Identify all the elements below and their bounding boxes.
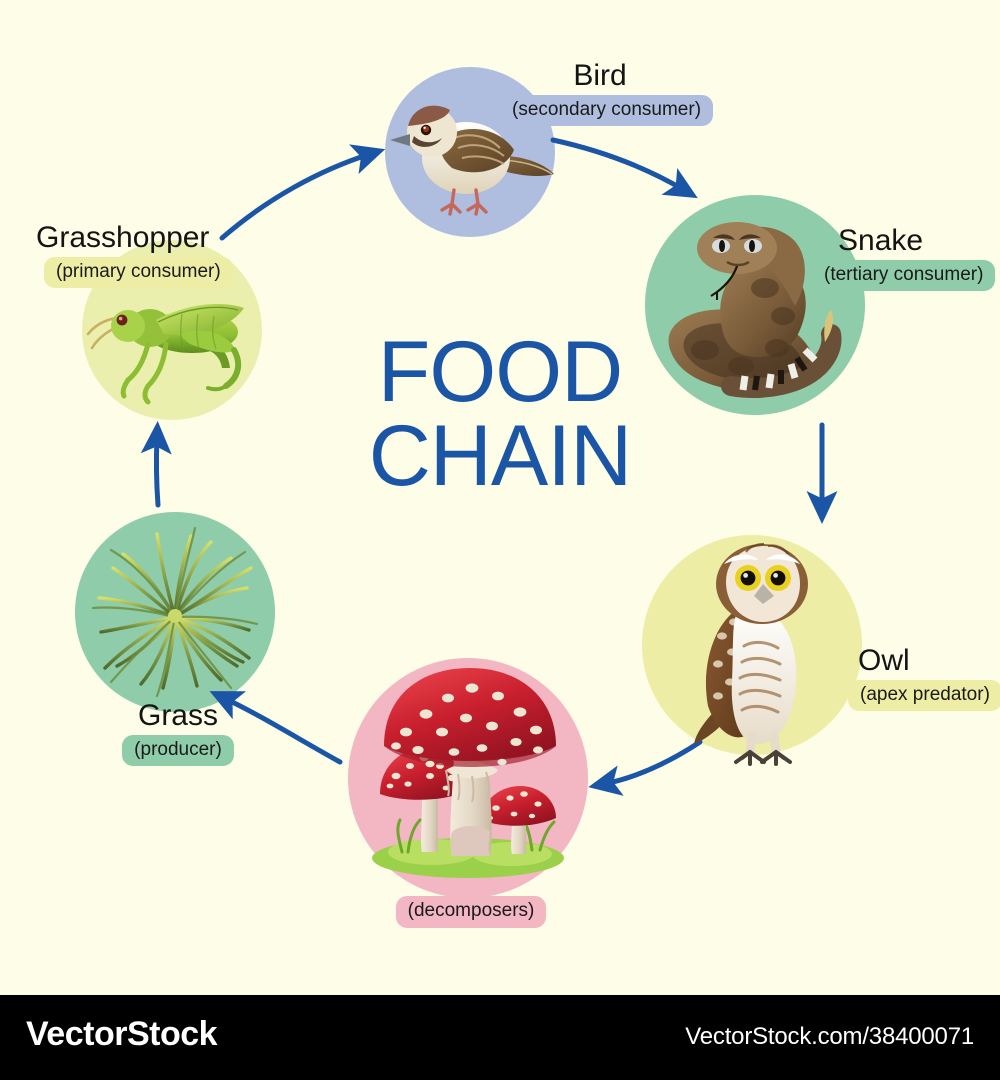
- burrowing-owl-icon: [694, 542, 808, 766]
- label-bird-role: (secondary consumer): [500, 94, 714, 127]
- mushroom-right: [482, 786, 556, 854]
- mushrooms-icon: [372, 668, 564, 878]
- vectorstock-brand: VectorStock: [26, 1015, 218, 1053]
- label-snake: Snake (tertiary consumer): [812, 224, 996, 292]
- label-grasshopper-role: (primary consumer): [44, 256, 233, 289]
- page-title: FOOD CHAIN: [368, 324, 633, 505]
- vectorstock-url: VectorStock.com/38400071: [685, 1023, 974, 1050]
- label-owl-role: (apex predator): [848, 679, 1000, 712]
- label-grass-role: (producer): [122, 734, 234, 767]
- watermark-footer: VectorStock VectorStock.com/38400071: [0, 995, 1000, 1080]
- label-grass: Grass (producer): [118, 699, 238, 767]
- label-owl: Owl (apex predator): [848, 644, 1000, 712]
- arrow-grass-to-grasshopper: [140, 421, 172, 508]
- label-decomposers: (decomposers): [386, 893, 556, 928]
- label-grasshopper: Grasshopper (primary consumer): [36, 221, 233, 289]
- flow-arrows: [140, 137, 838, 796]
- arrow-bird-to-snake: [550, 137, 698, 199]
- label-bird-name: Bird: [573, 59, 627, 92]
- label-snake-role: (tertiary consumer): [812, 259, 996, 292]
- arrow-decomposers-to-grass: [209, 691, 343, 765]
- label-grasshopper-name: Grasshopper: [36, 221, 210, 254]
- snake-rattle: [721, 310, 842, 398]
- diagram-canvas: FOOD CHAIN Bird (secondary consumer) Sna…: [36, 59, 1000, 928]
- label-owl-name: Owl: [858, 644, 910, 677]
- label-grass-name: Grass: [137, 699, 218, 732]
- label-bird: Bird (secondary consumer): [500, 59, 714, 127]
- label-decomposers-role: (decomposers): [395, 896, 547, 928]
- label-snake-name: Snake: [838, 224, 924, 257]
- grass-tuft-icon: [91, 526, 259, 698]
- sparrow-bird-icon: [390, 105, 554, 216]
- mushroom-center: [384, 668, 556, 856]
- arrow-grasshopper-to-bird: [219, 144, 386, 241]
- rattlesnake-icon: [668, 222, 842, 398]
- arrow-owl-to-decomposers: [588, 739, 703, 796]
- diagram-artwork: [75, 67, 865, 898]
- grasshopper-icon: [86, 304, 244, 405]
